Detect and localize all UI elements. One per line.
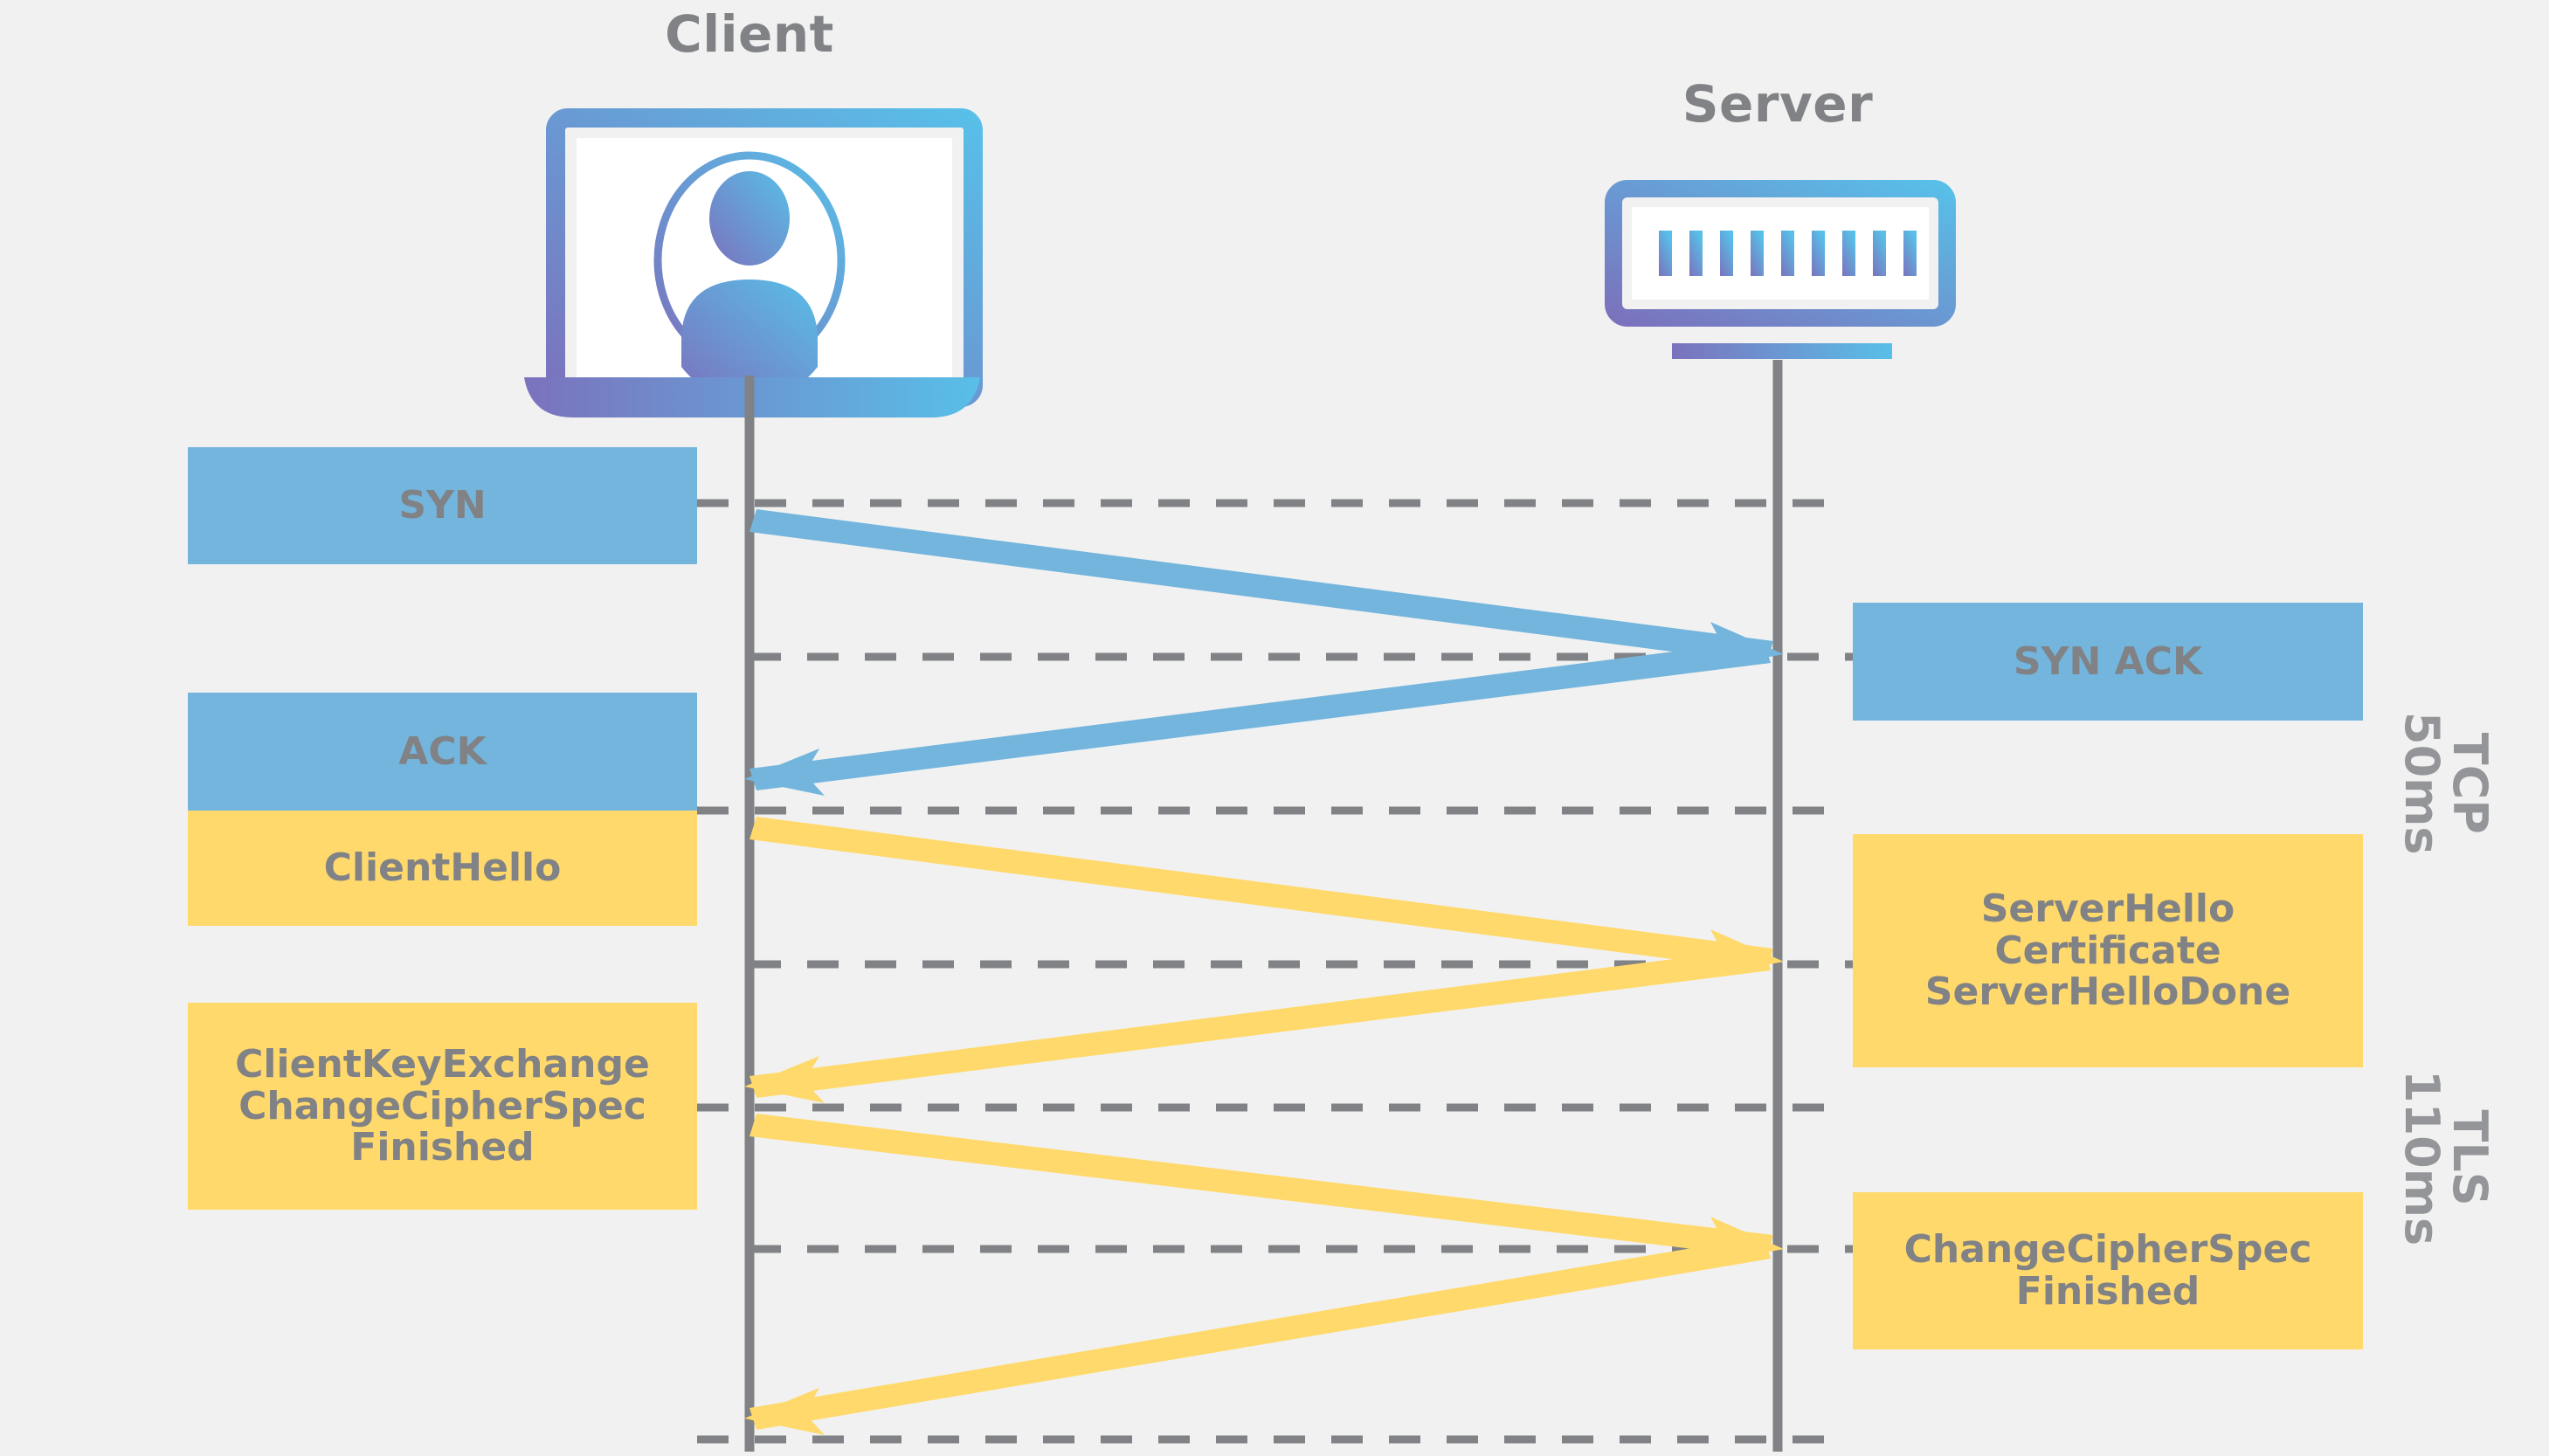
message-box-syn-ack[interactable]: SYN ACK: [1853, 603, 2363, 721]
message-label-server-change-cipher: ChangeCipherSpec Finished: [1903, 1227, 2312, 1314]
arrow-syn: [750, 509, 1784, 669]
message-box-client-hello[interactable]: ClientHello: [188, 811, 697, 926]
arrow-syn-ack: [744, 640, 1771, 796]
message-label-server-hello: ServerHello Certificate ServerHelloDone: [1924, 887, 2291, 1015]
server-rack-icon: [1605, 180, 1956, 359]
message-box-ack[interactable]: ACK: [188, 693, 697, 811]
message-box-client-key-exchange[interactable]: ClientKeyExchange ChangeCipherSpec Finis…: [188, 1003, 697, 1210]
message-label-ack: ACK: [398, 728, 487, 774]
arrow-server-hello: [744, 948, 1771, 1103]
laptop-user-icon: [524, 108, 983, 417]
timeline-dashed-guides: [697, 499, 1853, 1444]
message-box-syn[interactable]: SYN: [188, 447, 697, 564]
message-box-server-hello[interactable]: ServerHello Certificate ServerHelloDone: [1853, 834, 2363, 1067]
arrow-client-key-exchange: [750, 1114, 1784, 1264]
client-title: Client: [665, 4, 834, 64]
arrow-server-change-cipher: [744, 1236, 1771, 1435]
phase-label-tcp: TCP 50ms: [2394, 712, 2497, 855]
message-label-syn: SYN: [398, 483, 487, 528]
message-box-server-change-cipher[interactable]: ChangeCipherSpec Finished: [1853, 1192, 2363, 1349]
phase-label-tls: TLS 110ms: [2394, 1070, 2497, 1246]
arrow-client-hello: [750, 817, 1784, 976]
message-label-client-hello: ClientHello: [323, 845, 562, 891]
message-label-syn-ack: SYN ACK: [2013, 638, 2203, 684]
server-title: Server: [1682, 74, 1874, 134]
message-label-client-key-exchange: ClientKeyExchange ChangeCipherSpec Finis…: [235, 1042, 650, 1170]
